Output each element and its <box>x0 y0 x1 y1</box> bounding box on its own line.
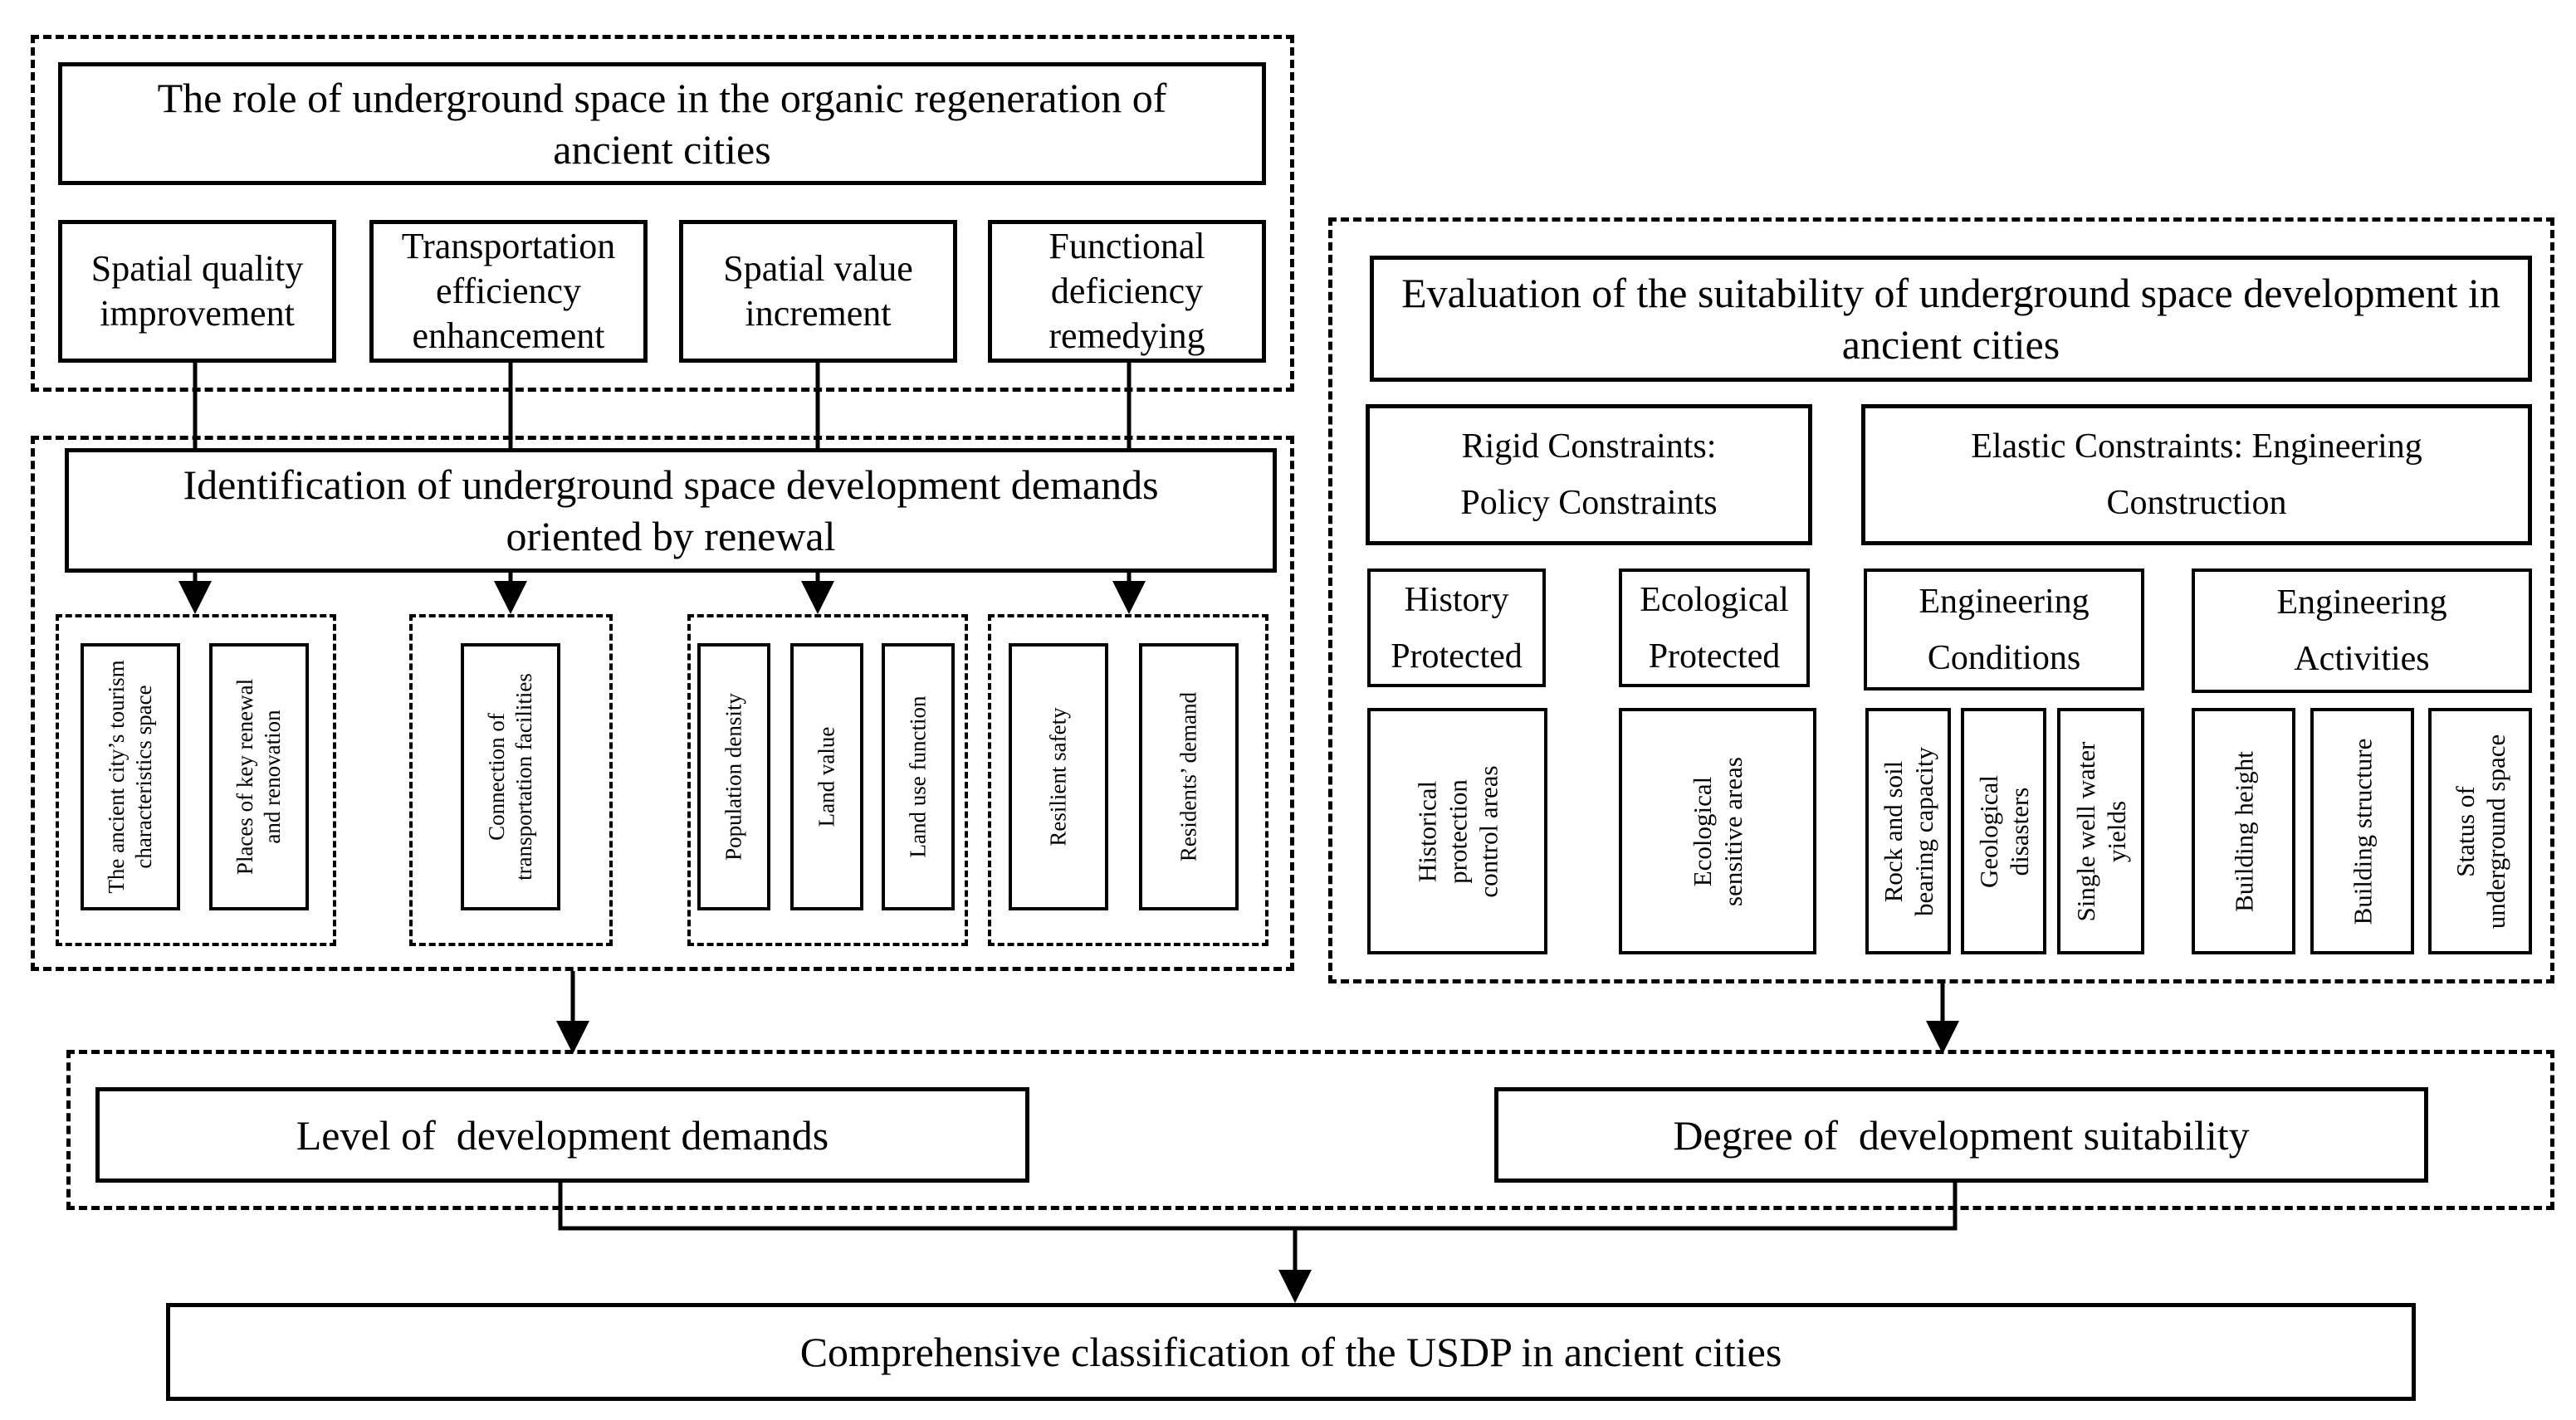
role-item-spatial-value: Spatial value increment <box>679 220 957 363</box>
demands-title: Identification of underground space deve… <box>65 448 1277 573</box>
category-ecological-protected: Ecological Protected <box>1619 568 1810 687</box>
role-item-functional-deficiency: Functional deficiency remedying <box>988 220 1266 363</box>
factor-geological-disasters: Geological disasters <box>1961 708 2046 954</box>
factor-residents-demand: Residents’ demand <box>1139 643 1239 910</box>
factor-rock-soil-bearing: Rock and soil bearing capacity <box>1865 708 1951 954</box>
suitability-frame <box>1328 217 2554 983</box>
role-item-transportation: Transportation efficiency enhancement <box>369 220 648 363</box>
demand-group-tourism <box>56 614 336 946</box>
factor-water-yields: Single well water yields <box>2057 708 2144 954</box>
elastic-constraints: Elastic Constraints: Engineering Constru… <box>1861 404 2532 545</box>
demands-frame <box>31 436 1294 971</box>
demand-group-transport <box>409 614 613 946</box>
final-classification-box: Comprehensive classification of the USDP… <box>166 1303 2416 1401</box>
role-frame <box>31 35 1294 392</box>
factor-historical-protection: Historical protection control areas <box>1367 708 1547 954</box>
factor-land-value: Land value <box>790 643 863 910</box>
factor-transport-connection: Connection of transportation facilities <box>461 643 560 910</box>
rigid-constraints: Rigid Constraints: Policy Constraints <box>1366 404 1812 545</box>
role-item-spatial-quality: Spatial quality improvement <box>58 220 336 363</box>
factor-resilient-safety: Resilient safety <box>1009 643 1108 910</box>
factor-key-renewal: Places of key renewal and renovation <box>209 643 309 910</box>
category-history-protected: History Protected <box>1367 568 1546 687</box>
role-title: The role of underground space in the org… <box>58 62 1266 185</box>
factor-building-height: Building height <box>2192 708 2295 954</box>
demand-group-value <box>687 614 968 946</box>
category-engineering-activities: Engineering Activities <box>2192 568 2532 693</box>
suitability-title: Evaluation of the suitability of undergr… <box>1370 256 2532 382</box>
category-engineering-conditions: Engineering Conditions <box>1864 568 2144 690</box>
factor-building-structure: Building structure <box>2310 708 2414 954</box>
suitability-degree-box: Degree of development suitability <box>1494 1087 2428 1183</box>
factor-ecological-sensitive: Ecological sensitive areas <box>1619 708 1816 954</box>
factor-tourism-space: The ancient city’s tourism characteristi… <box>81 643 180 910</box>
factor-underground-status: Status of underground space <box>2428 708 2532 954</box>
factor-land-use-function: Land use function <box>882 643 955 910</box>
demand-level-box: Level of development demands <box>95 1087 1029 1183</box>
demand-group-resilience <box>988 614 1268 946</box>
factor-population-density: Population density <box>697 643 770 910</box>
results-frame <box>66 1050 2554 1210</box>
